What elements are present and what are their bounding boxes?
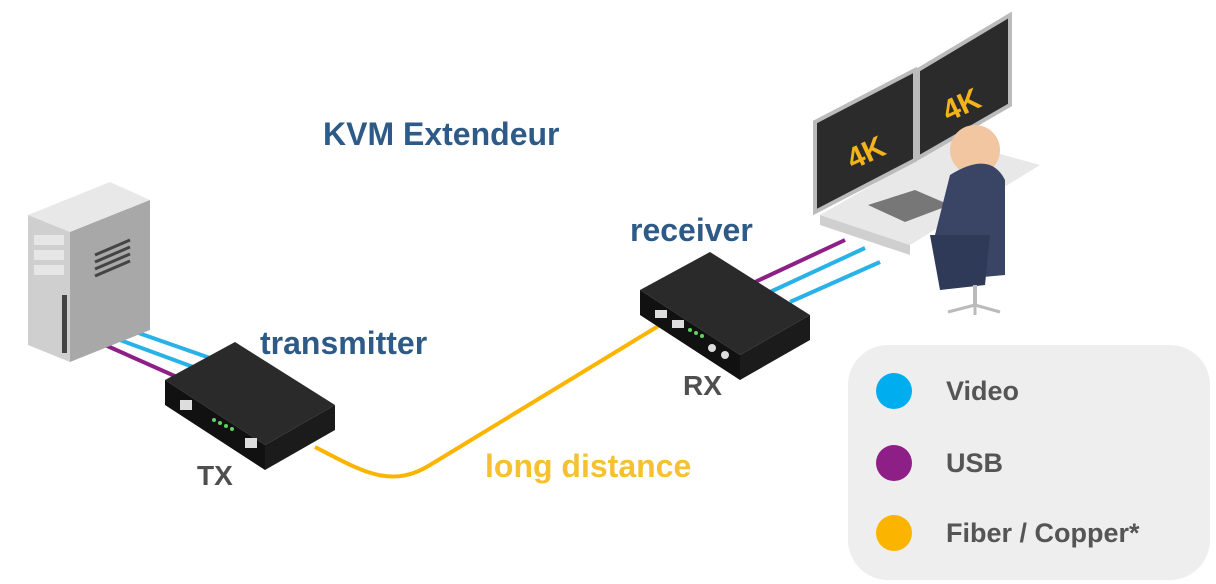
legend-item-video: Video (876, 373, 1019, 409)
legend: Video USB Fiber / Copper* (848, 345, 1210, 580)
receiver-label: receiver (630, 212, 753, 248)
usb-dot-icon (876, 445, 912, 481)
computer-tower-icon (28, 182, 150, 362)
fiber-cable (314, 323, 662, 479)
legend-item-usb: USB (876, 445, 1003, 481)
transmitter-device-icon (165, 342, 335, 470)
transmitter-label: transmitter (260, 325, 428, 361)
monitor-right: 4K (916, 11, 1012, 162)
diagram-title: KVM Extendeur (323, 116, 560, 152)
rx-tag: RX (683, 370, 722, 401)
rx-to-desk-cables (754, 238, 881, 304)
legend-label: Video (946, 375, 1020, 406)
workstation-icon: 4K 4K (813, 11, 1040, 315)
legend-item-fiber-copper: Fiber / Copper* (876, 515, 1140, 551)
video-dot-icon (876, 373, 912, 409)
fiber-dot-icon (876, 515, 912, 551)
legend-label: Fiber / Copper* (946, 517, 1140, 548)
monitor-left: 4K (813, 66, 917, 216)
tx-tag: TX (197, 460, 233, 491)
legend-label: USB (946, 447, 1004, 478)
receiver-device-icon (640, 252, 810, 380)
long-distance-label: long distance (485, 448, 692, 484)
